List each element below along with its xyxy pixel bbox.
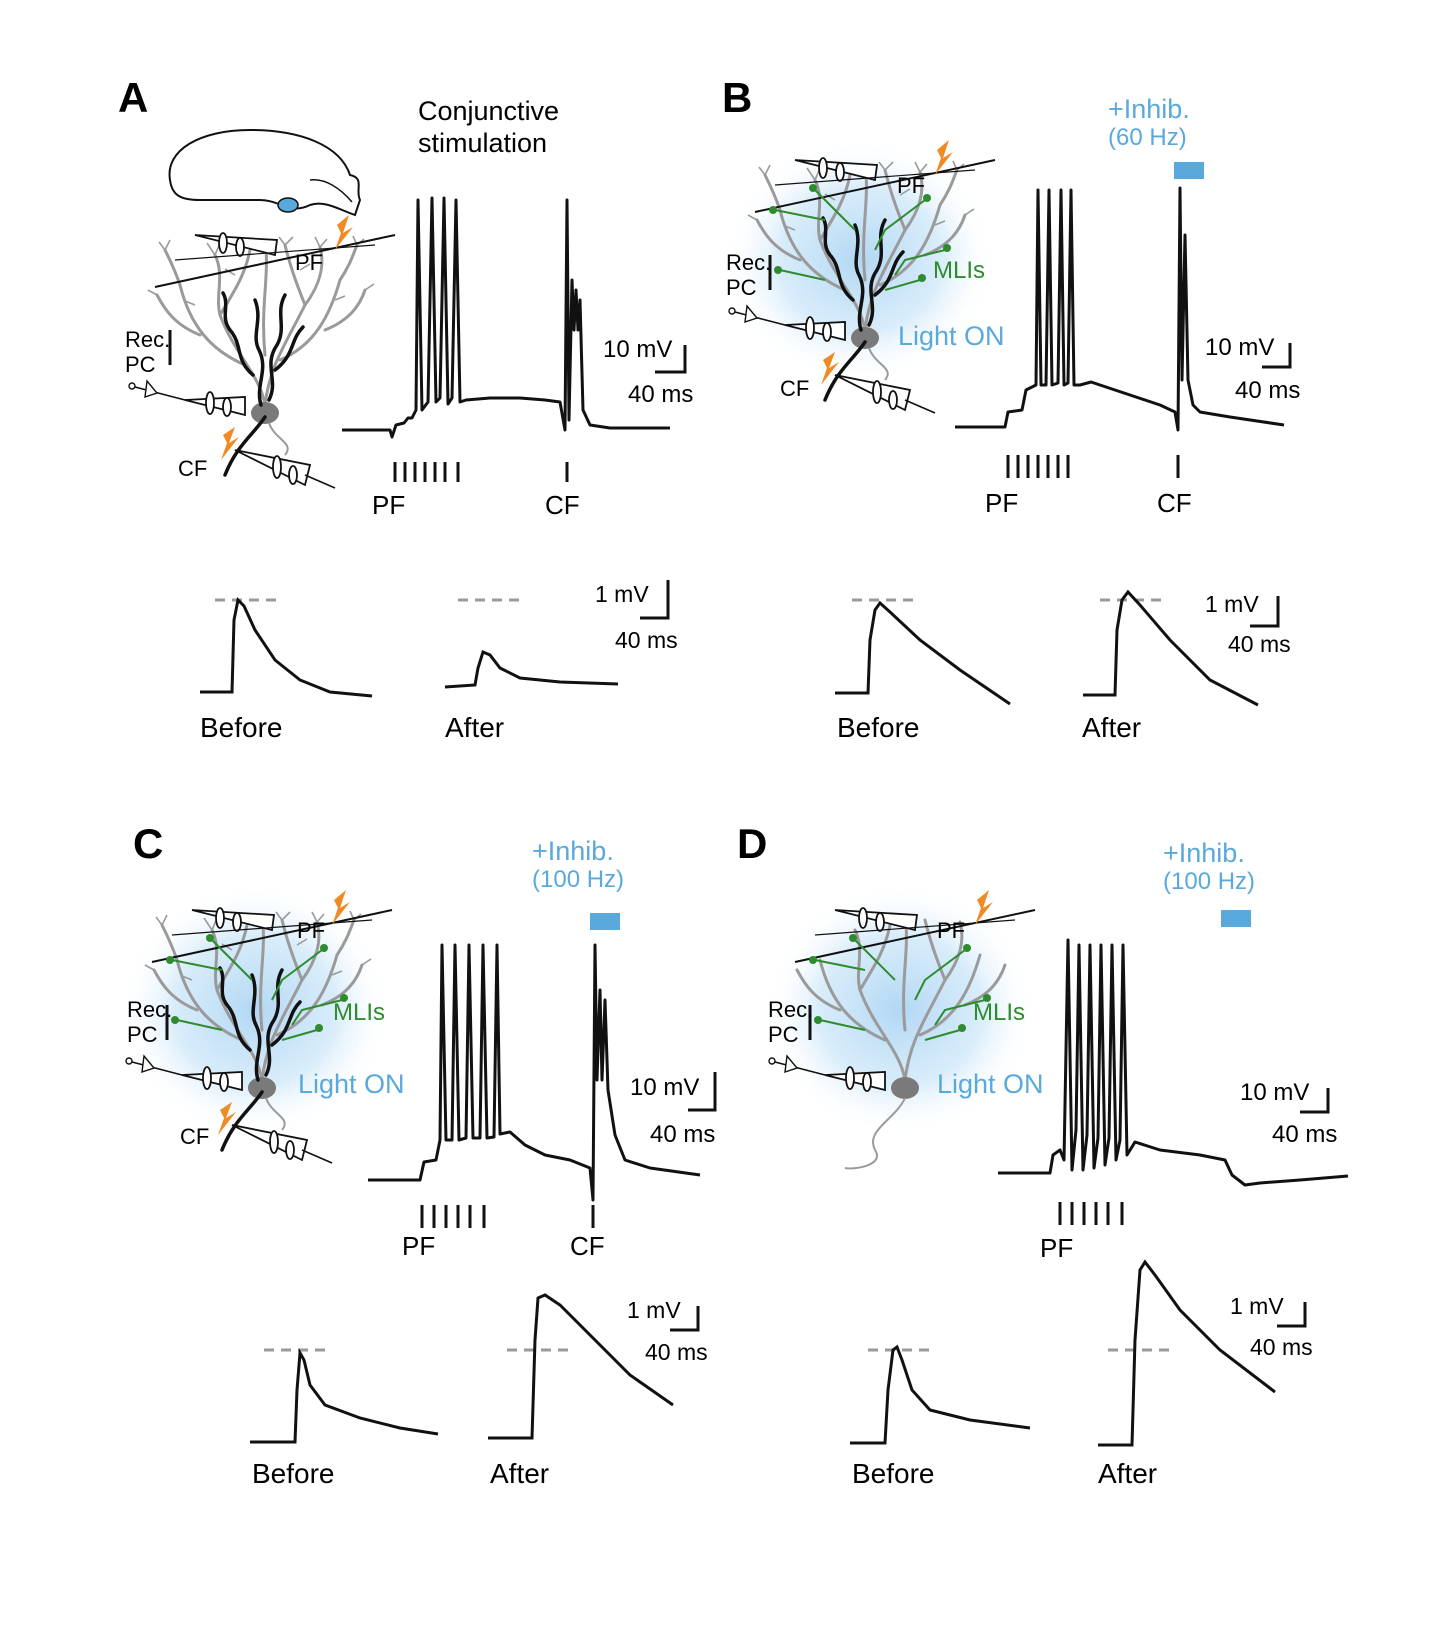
epsp-after-trace (488, 1293, 674, 1440)
epsp-before-trace (835, 600, 1011, 706)
stim-pf-label: PF (1040, 1233, 1073, 1263)
scale-t-label: 40 ms (1235, 377, 1300, 404)
rec-label: Rec. (127, 997, 172, 1022)
epsp-after-trace (444, 649, 619, 689)
epsp-scale-t-label: 40 ms (645, 1339, 708, 1365)
panel-c: C +Inhib. (100 Hz) PF Rec. PC CF MLIs Li… (120, 820, 717, 1489)
pf-label: PF (937, 918, 965, 943)
after-label: After (1098, 1458, 1157, 1489)
mlis-label: MLIs (333, 999, 385, 1026)
pf-stim-ticks (1006, 455, 1180, 478)
scale-v-label: 10 mV (1205, 334, 1274, 361)
panel-title: Conjunctive (418, 96, 559, 126)
panel-letter: B (722, 74, 752, 121)
purkinje-cell-icon (768, 890, 1036, 1170)
after-label: After (445, 712, 504, 743)
epsp-scale-t-label: 40 ms (615, 627, 678, 653)
voltage-trace (342, 196, 670, 439)
mlis-label: MLIs (973, 999, 1025, 1026)
inhib-freq-label: (100 Hz) (532, 866, 624, 893)
inhib-freq-label: (60 Hz) (1108, 124, 1187, 151)
panel-letter: C (133, 820, 163, 867)
scale-t-label: 40 ms (1272, 1121, 1337, 1148)
epsp-after-trace (1083, 589, 1259, 707)
inhib-bar (1221, 910, 1251, 927)
epsp-scale-t-label: 40 ms (1250, 1334, 1313, 1360)
inhib-freq-label: (100 Hz) (1163, 868, 1255, 895)
scale-bar (1262, 343, 1292, 369)
stim-cf-label: CF (570, 1231, 605, 1261)
epsp-scale-t-label: 40 ms (1228, 631, 1291, 657)
epsp-scale-bar (1250, 596, 1280, 628)
panel-letter: A (118, 74, 148, 121)
scale-bar (655, 345, 687, 374)
stim-cf-label: CF (545, 490, 580, 520)
after-label: After (1082, 712, 1141, 743)
epsp-scale-bar (670, 1306, 700, 1332)
stim-cf-label: CF (1157, 488, 1192, 518)
epsp-before-trace (850, 1344, 1031, 1445)
scale-t-label: 40 ms (650, 1121, 715, 1148)
before-label: Before (837, 712, 920, 743)
scale-bar (688, 1072, 717, 1112)
epsp-before-trace (200, 596, 373, 698)
pf-label: PF (297, 918, 325, 943)
epsp-scale-v-label: 1 mV (595, 581, 649, 607)
cf-label: CF (780, 376, 809, 401)
before-label: Before (252, 1458, 335, 1489)
epsp-scale-v-label: 1 mV (627, 1297, 681, 1323)
rec-label: Rec. (125, 327, 170, 352)
pc-label: PC (127, 1022, 158, 1047)
before-label: Before (200, 712, 283, 743)
pf-stim-ticks (393, 462, 569, 482)
rec-label: Rec. (768, 997, 813, 1022)
inhib-label: +Inhib. (1108, 94, 1190, 124)
mlis-label: MLIs (933, 257, 985, 284)
inhib-label: +Inhib. (1163, 838, 1245, 868)
epsp-before-trace (250, 1348, 439, 1444)
pf-label: PF (897, 173, 925, 198)
voltage-trace (368, 943, 701, 1202)
panel-letter: D (737, 820, 767, 867)
light-on-label: Light ON (937, 1069, 1044, 1099)
epsp-scale-bar (1277, 1302, 1307, 1328)
rec-label: Rec. (726, 250, 771, 275)
pc-label: PC (768, 1022, 799, 1047)
scale-t-label: 40 ms (628, 381, 693, 408)
inhib-bar (590, 913, 620, 930)
light-on-label: Light ON (298, 1069, 405, 1099)
light-on-label: Light ON (898, 321, 1005, 351)
pf-stim-ticks (420, 1205, 595, 1228)
epsp-after-trace (1098, 1259, 1276, 1447)
voltage-trace (998, 938, 1349, 1187)
epsp-scale-bar (640, 580, 670, 620)
scale-bar (1300, 1088, 1330, 1114)
panel-subtitle: stimulation (418, 128, 547, 158)
panel-d: D +Inhib. (100 Hz) (737, 820, 1349, 1489)
pc-label: PC (125, 352, 156, 377)
cf-label: CF (178, 456, 207, 481)
pc-label: PC (726, 275, 757, 300)
voltage-trace (955, 186, 1285, 432)
stim-pf-label: PF (372, 490, 405, 520)
panel-b: B +Inhib. (60 Hz) PF Rec. PC CF MLIs Lig… (722, 74, 1300, 743)
inhib-bar (1174, 162, 1204, 179)
cf-label: CF (180, 1124, 209, 1149)
stim-pf-label: PF (402, 1231, 435, 1261)
after-label: After (490, 1458, 549, 1489)
cerebellum-spot-icon (277, 197, 299, 213)
epsp-scale-v-label: 1 mV (1205, 591, 1259, 617)
before-label: Before (852, 1458, 935, 1489)
pf-label: PF (295, 250, 323, 275)
brain-outline-icon (168, 128, 362, 217)
scale-v-label: 10 mV (1240, 1079, 1309, 1106)
scale-v-label: 10 mV (603, 336, 672, 363)
pf-stim-ticks (1058, 1202, 1124, 1225)
scale-v-label: 10 mV (630, 1074, 699, 1101)
inhib-label: +Inhib. (532, 836, 614, 866)
panel-a: A Conjunctive stimulation PF Rec. PC CF … (118, 74, 693, 743)
epsp-scale-v-label: 1 mV (1230, 1293, 1284, 1319)
stim-pf-label: PF (985, 488, 1018, 518)
